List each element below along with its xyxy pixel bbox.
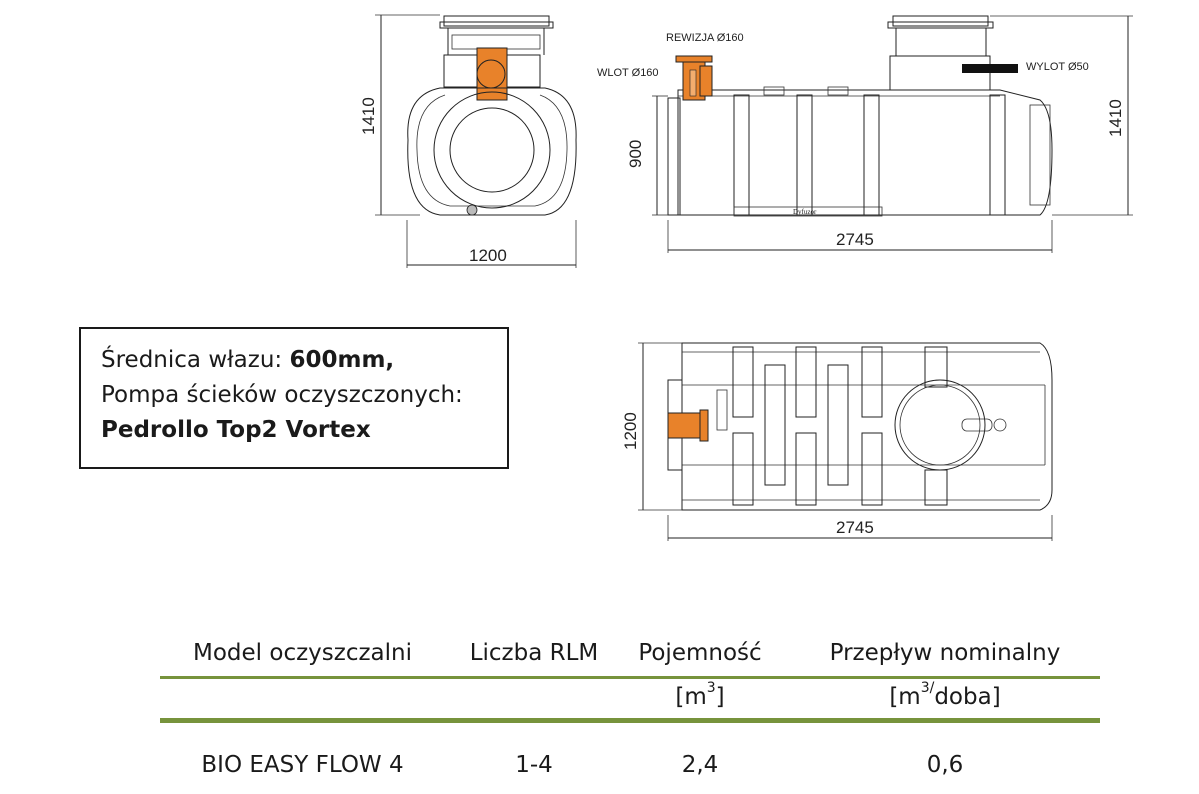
manhole-diameter-label: Średnica włazu: [101,347,290,373]
pump-label: Pompa ścieków oczyszczonych: [101,382,463,408]
capacity-unit: [m3] [675,680,725,710]
cell-rlm: 1-4 [515,752,553,778]
inlet-height-label: 900 [626,140,645,168]
cell-capacity: 2,4 [681,752,719,778]
header-capacity: Pojemność [638,640,762,666]
top-view: 1200 2745 [621,342,1053,541]
flow-unit: [m3/doba] [889,680,1001,710]
header-flow: Przepływ nominalny [829,640,1061,666]
diffuser-label: Dyfuzor [793,208,817,216]
header-rlm: Liczba RLM [469,640,599,666]
table-header-row: Model oczyszczalni Liczba RLM Pojemność … [160,640,1100,680]
side-length-label: 2745 [836,230,874,249]
table-units-row: [m3] [m3/doba] [160,680,1100,724]
front-height-label: 1410 [359,97,378,135]
manhole-diameter-value: 600mm, [289,347,395,373]
technical-drawings: 1410 1200 Dyfuzor [359,14,1133,541]
pump-model: Pedrollo Top2 Vortex [101,417,371,443]
outlet-label: WYLOT Ø50 [1026,61,1089,73]
manhole-diameter-line: Średnica włazu: 600mm, [101,343,487,378]
side-view: Dyfuzor REWIZJA Ø160 WLOT Ø160 WYLOT Ø50… [597,15,1133,253]
top-width-label: 1200 [621,412,640,450]
front-view: 1410 1200 [359,14,577,268]
cell-flow: 0,6 [926,752,964,778]
header-model: Model oczyszczalni [193,640,412,666]
table-row: BIO EASY FLOW 4 1-4 2,4 0,6 [160,752,1100,792]
table-top-rule [160,676,1100,679]
inlet-label: WLOT Ø160 [597,67,659,79]
cell-model: BIO EASY FLOW 4 [201,752,404,778]
top-length-label: 2745 [836,518,874,537]
info-box: Średnica włazu: 600mm, Pompa ścieków ocz… [79,327,509,469]
side-height-label: 1410 [1106,99,1125,137]
inspection-label: REWIZJA Ø160 [666,32,744,44]
table-mid-rule [160,718,1100,723]
front-width-label: 1200 [469,246,507,265]
